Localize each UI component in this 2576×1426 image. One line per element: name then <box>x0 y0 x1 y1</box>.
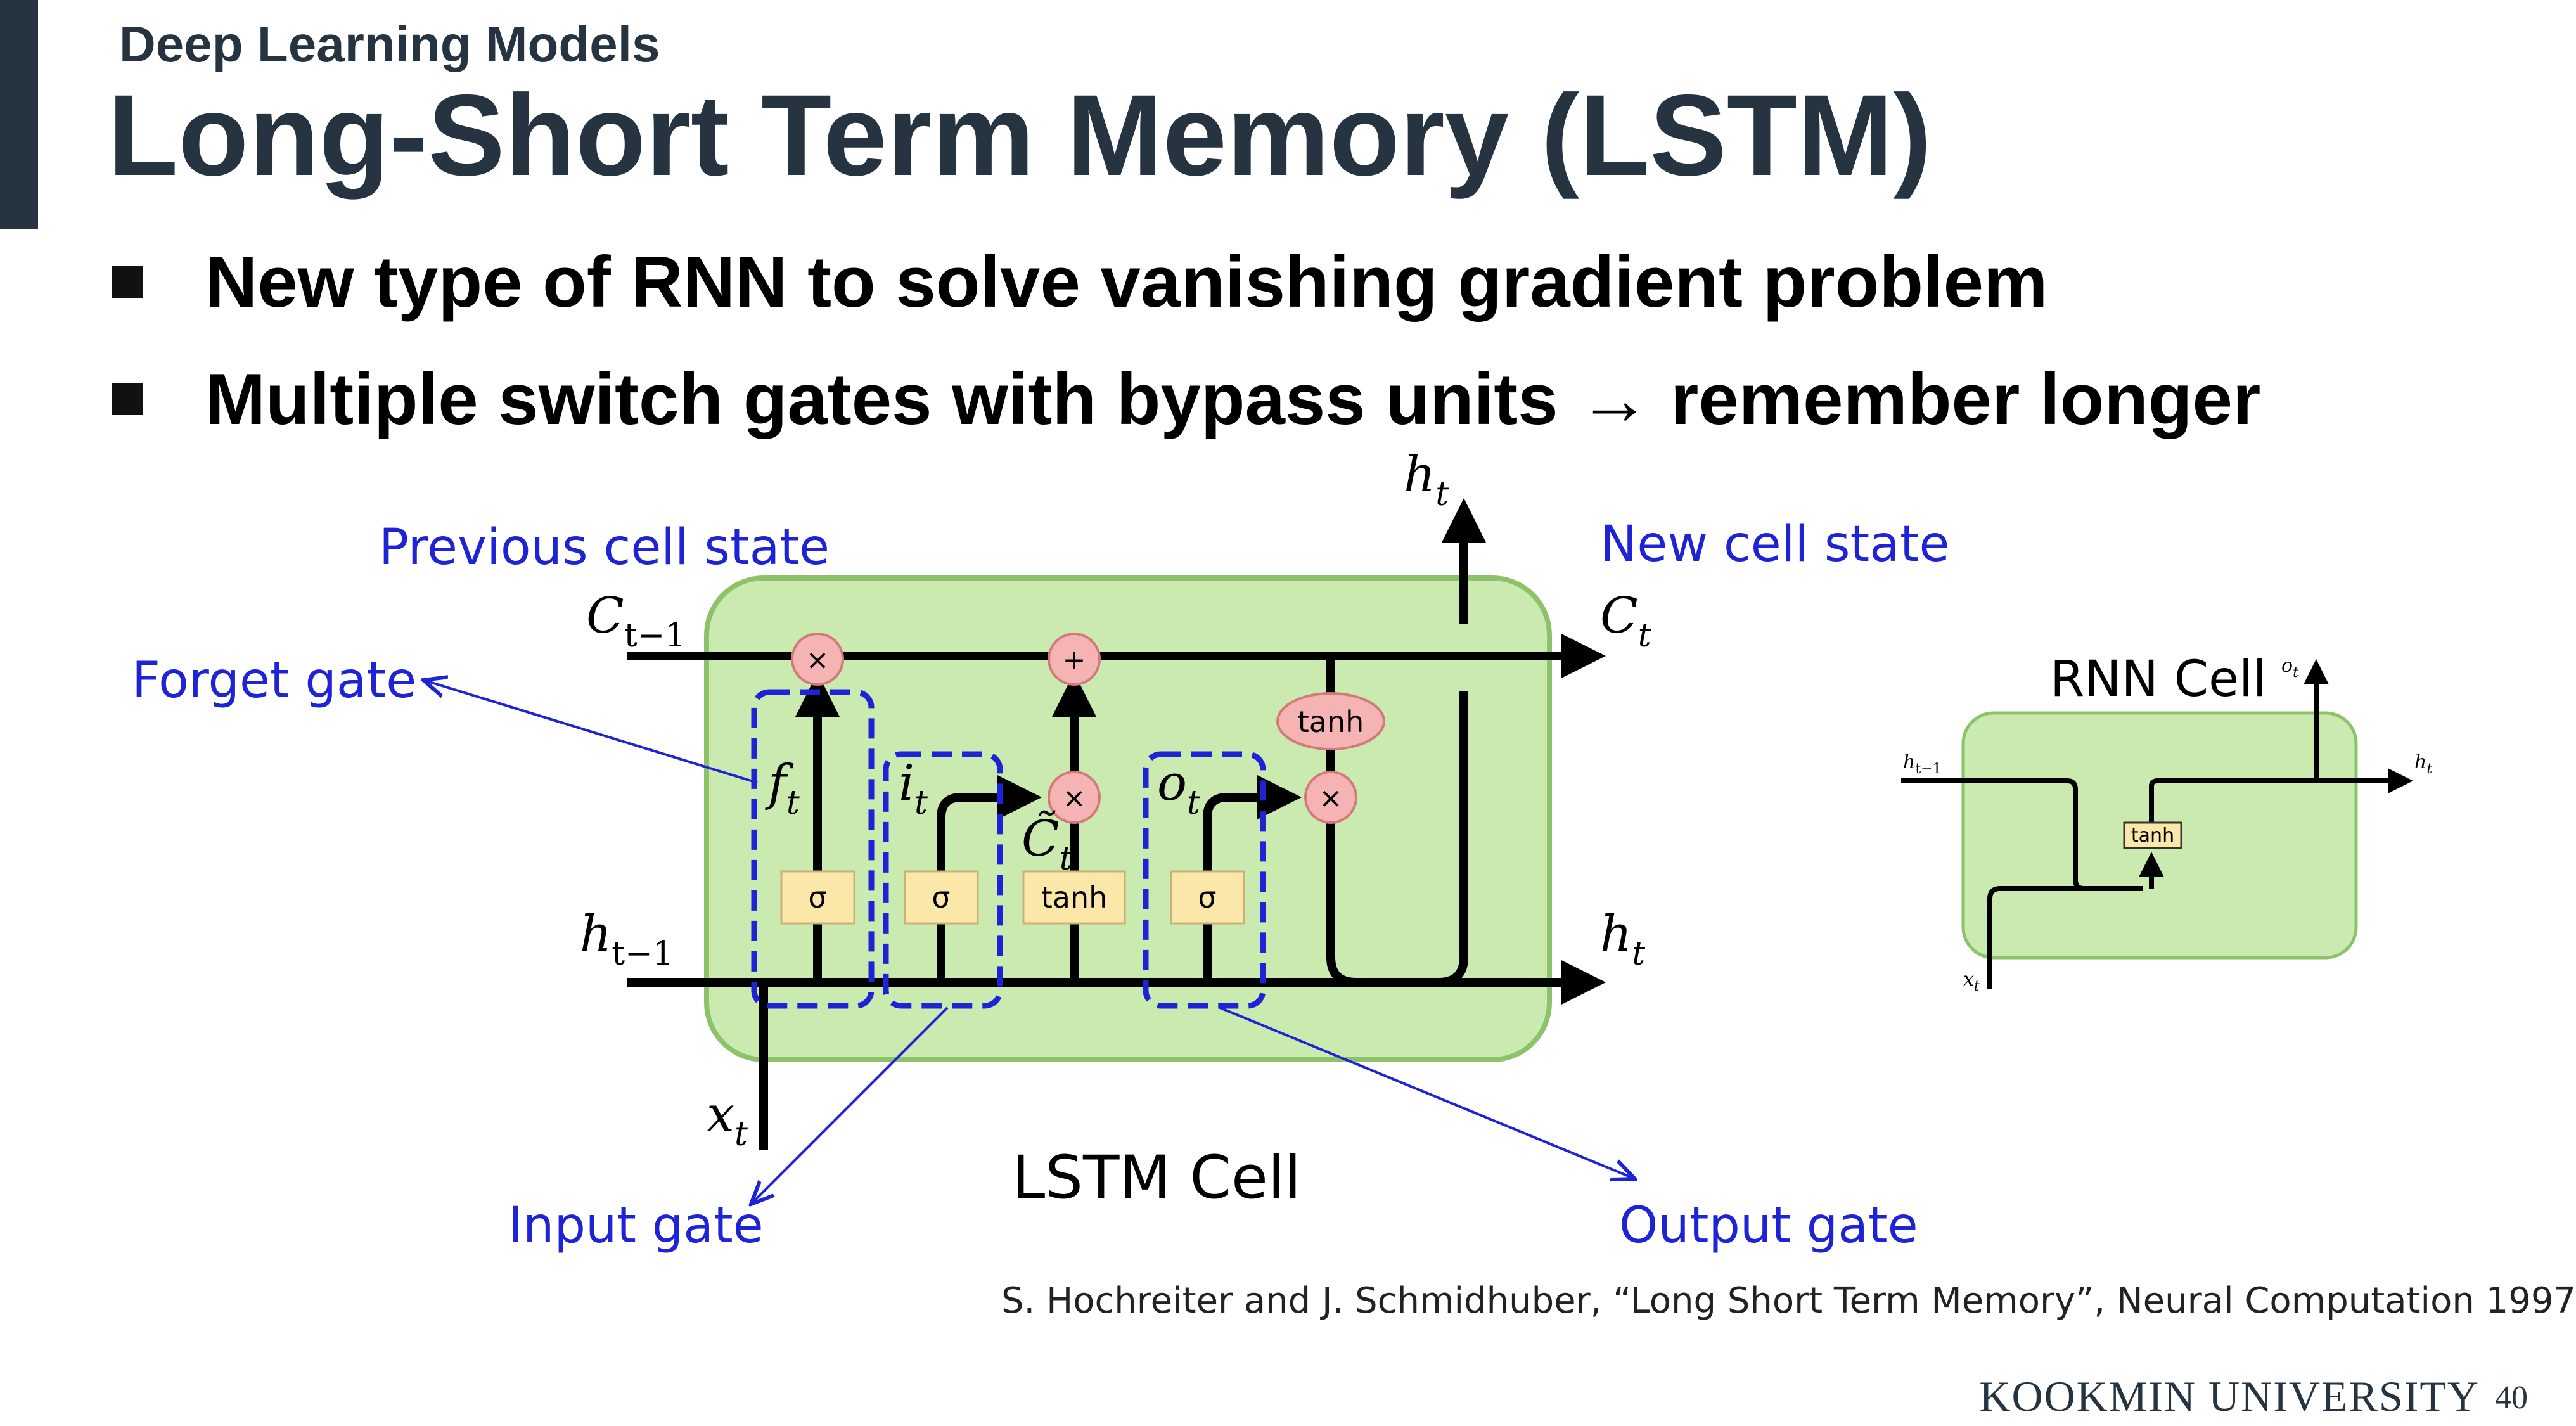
output-gate-label: Output gate <box>1619 1197 1918 1254</box>
input-gate-pointer <box>751 1006 949 1204</box>
forget-gate-outline <box>751 689 875 1009</box>
output-sigma-box <box>1170 870 1245 925</box>
c-t-label: Ct <box>1600 588 1651 655</box>
h-prev-label: ht−1 <box>580 906 674 973</box>
x-t-label: xt <box>707 1086 748 1153</box>
input-gate-label: Input gate <box>508 1197 764 1254</box>
rnn-diagram: RNN Cell tanh ht−1 ht ot xt <box>1901 651 2432 994</box>
accent-bar <box>0 0 38 229</box>
i-t-label: it <box>899 755 928 822</box>
forget-gate-label: Forget gate <box>132 652 416 709</box>
rnn-o-t-label: ot <box>2281 655 2298 681</box>
cell-tanh-label: tanh <box>1298 705 1364 739</box>
h-t-label: ht <box>1600 906 1645 973</box>
input-path <box>937 775 1042 982</box>
h-output-path <box>1326 818 1357 987</box>
rnn-h-t-label: ht <box>2414 751 2432 777</box>
rnn-cell-caption: RNN Cell <box>2050 651 2266 708</box>
bullet-square-icon <box>112 383 143 415</box>
forget-gate-pointer <box>423 680 758 784</box>
times-symbol: × <box>806 644 830 676</box>
h-top-label: ht <box>1404 446 1449 513</box>
forget-sigma-label: σ <box>808 880 826 915</box>
output-gate-outline <box>1143 751 1266 1009</box>
rnn-x-path <box>1987 886 2143 989</box>
c-prev-label: Ct−1 <box>586 588 686 655</box>
input-sigma-box <box>904 870 979 925</box>
page-number: 40 <box>2495 1380 2528 1416</box>
new-cell-state-label: New cell state <box>1600 516 1950 573</box>
bullet-square-icon <box>112 266 143 298</box>
rnn-x-t-label: xt <box>1963 968 1980 994</box>
citation: S. Hochreiter and J. Schmidhuber, “Long … <box>1001 1280 2576 1321</box>
rnn-h-prev-label: ht−1 <box>1903 751 1942 777</box>
output-gate-pointer <box>1219 1006 1635 1179</box>
cell-tanh-op <box>1276 692 1385 750</box>
times-symbol: × <box>1063 782 1086 814</box>
candidate-tanh-label: tanh <box>1041 880 1108 915</box>
input-sigma-label: σ <box>932 880 950 915</box>
output-sigma-label: σ <box>1198 880 1216 915</box>
bullet-text: Multiple switch gates with bypass units … <box>205 359 2261 440</box>
slide-title: Long-Short Term Memory (LSTM) <box>108 70 1932 200</box>
h-top-path <box>1438 691 1468 987</box>
plus-symbol: + <box>1063 644 1086 676</box>
o-t-label: ot <box>1157 755 1200 822</box>
previous-cell-state-label: Previous cell state <box>379 519 830 576</box>
forget-sigma-box <box>780 870 855 925</box>
rnn-tanh-out <box>2149 778 2310 823</box>
bullet-text: New type of RNN to solve vanishing gradi… <box>205 242 2048 323</box>
input-gate-outline <box>883 751 1003 1009</box>
rnn-tanh-box <box>2123 821 2182 849</box>
input-multiply-op <box>1048 771 1101 824</box>
output-multiply-op <box>1304 771 1357 824</box>
section-header: Deep Learning Models <box>119 16 660 72</box>
candidate-tanh-box <box>1022 870 1126 925</box>
cell-add-op <box>1048 633 1101 686</box>
c-tilde-label: C̃t <box>1022 809 1073 878</box>
output-path <box>1203 775 1302 982</box>
rnn-tanh-label: tanh <box>2131 825 2174 847</box>
times-symbol: × <box>1319 782 1343 814</box>
forget-multiply-op <box>791 633 844 686</box>
university-logo-text: KOOKMIN UNIVERSITY <box>1979 1372 2480 1420</box>
lstm-cell-caption: LSTM Cell <box>1012 1143 1301 1212</box>
